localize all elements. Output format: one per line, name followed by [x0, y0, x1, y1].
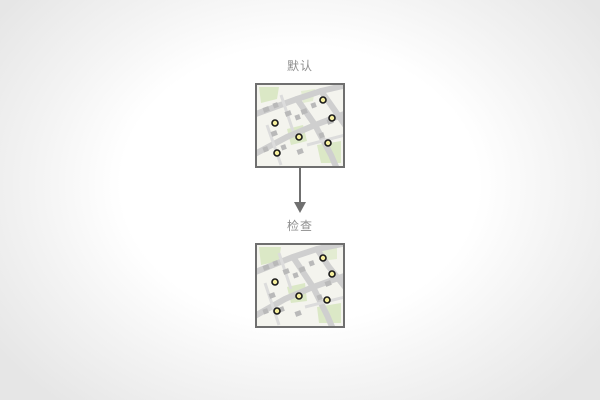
poi-marker-icon	[271, 278, 279, 286]
default-map-thumbnail	[255, 83, 345, 168]
poi-marker-icon	[324, 139, 332, 147]
street-map	[257, 85, 343, 166]
street-map	[257, 245, 343, 326]
poi-marker-icon	[273, 149, 281, 157]
arrow-down-icon	[294, 168, 306, 213]
default-label: 默认	[286, 59, 313, 73]
poi-marker-icon	[295, 292, 303, 300]
poi-marker-icon	[319, 254, 327, 262]
poi-marker-icon	[323, 296, 331, 304]
poi-marker-icon	[273, 307, 281, 315]
poi-marker-icon	[319, 96, 327, 104]
inspect-map-thumbnail	[255, 243, 345, 328]
inspect-label: 检查	[286, 219, 313, 233]
poi-marker-icon	[295, 133, 303, 141]
poi-marker-icon	[328, 270, 336, 278]
poi-marker-icon	[271, 119, 279, 127]
poi-marker-icon	[328, 114, 336, 122]
